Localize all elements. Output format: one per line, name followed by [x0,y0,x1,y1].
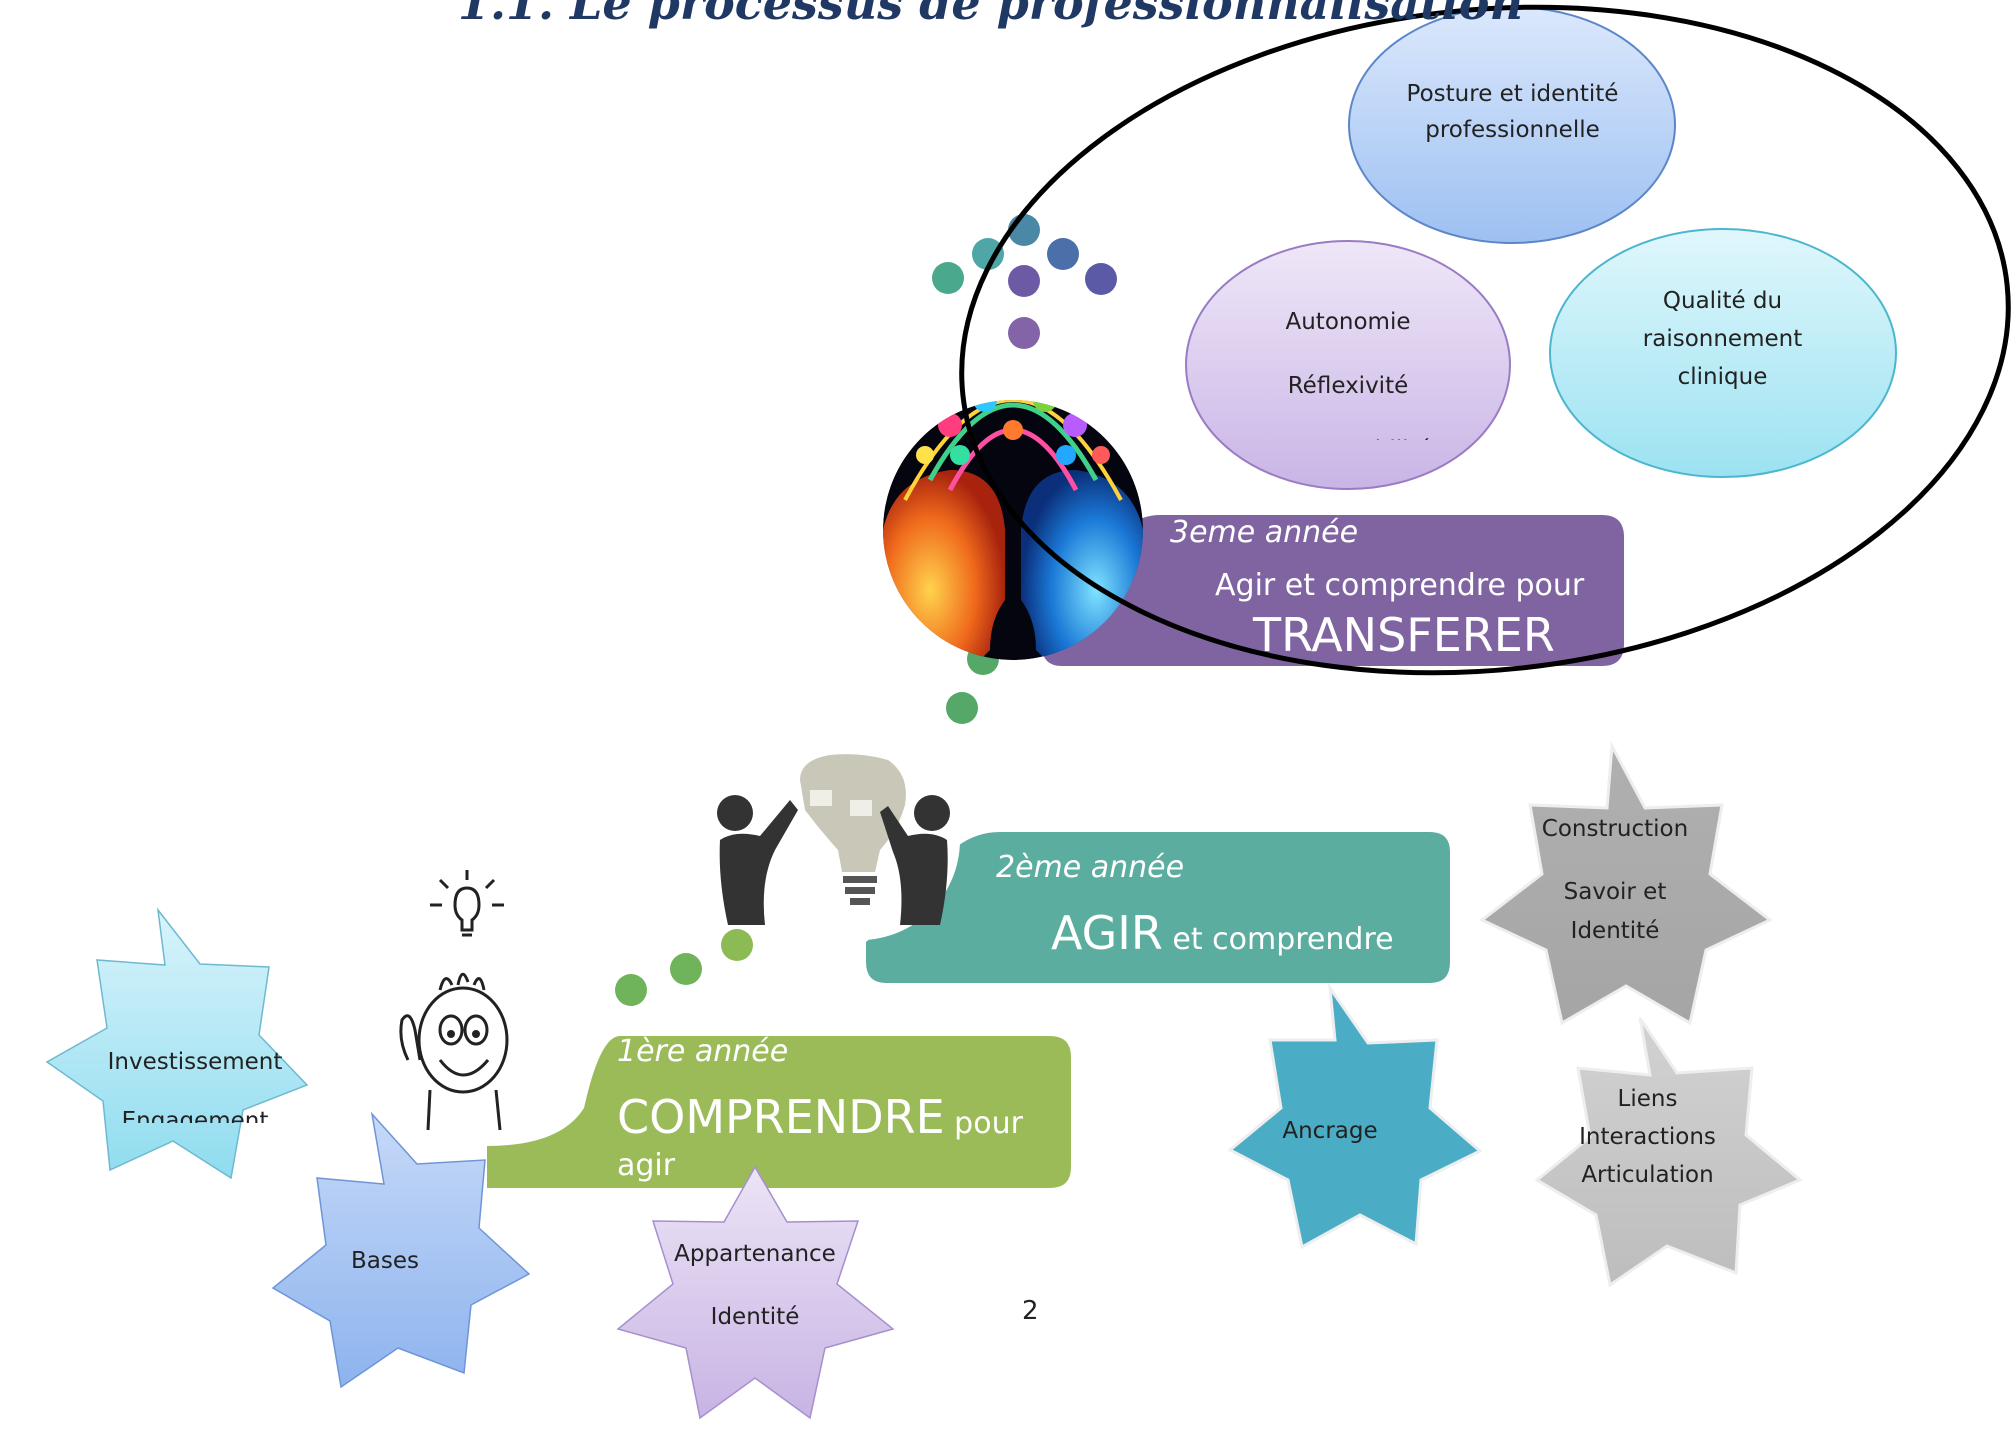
label-autonomie: Autonomie [1285,309,1411,335]
year-3-line1: Agir et comprendre pour [1215,568,1585,603]
year-2-rest: et comprendre [1162,922,1394,957]
year-1-main: COMPRENDRE pour [617,1090,1023,1144]
label-identite: Identité [710,1303,800,1330]
label-articulation: Articulation [1581,1162,1714,1188]
year-1-keyword: COMPRENDRE [617,1090,945,1144]
label-investissement: Investissement [107,1049,283,1075]
star-investissement-label: Investissement Engagement [90,1048,300,1123]
year-2-main: AGIR et comprendre [1051,906,1394,960]
star-ancrage-label: Ancrage [1255,1117,1405,1152]
star-liens-label: Liens Interactions Articulation [1560,1080,1735,1200]
star-investissement [45,907,309,1180]
label-engagement: Engagement [121,1107,269,1123]
oval-qualite-label: Qualité du raisonnement clinique [1600,282,1845,402]
star-bases-label: Bases [310,1247,460,1282]
oval-autonomie [1185,240,1511,490]
star-ancrage [1227,982,1483,1250]
star-appartenance [616,1165,895,1420]
year-2-label: 2ème année [996,850,1185,885]
year-2-keyword: AGIR [1051,906,1163,960]
banner-year-2 [866,832,1450,983]
oval-posture-label: Posture et identité professionnelle [1380,76,1645,156]
year-3-enclosing-ellipse [959,4,2011,676]
star-liens [1534,1017,1803,1288]
label-responsabilite: Responsabilité [1228,418,1468,440]
label-construction: Construction [1541,816,1689,842]
oval-qualite [1549,228,1897,478]
idea-character-image [399,870,516,1131]
oval-autonomie-label: Autonomie Réflexivité Responsabilité [1228,290,1468,440]
year-3-label: 3eme année [1170,515,1359,550]
label-appartenance: Appartenance [674,1241,836,1267]
label-liens: Liens [1617,1086,1678,1112]
label-interactions: Interactions [1579,1124,1716,1150]
year-1-line2: agir [617,1148,676,1183]
star-construction [1479,740,1773,1026]
banner-year-3 [1042,515,1624,666]
label-professionnelle: professionnelle [1425,117,1600,143]
label-qualite: Qualité du [1662,288,1783,314]
year-1-label: 1ère année [617,1034,789,1069]
label-ancrage: Ancrage [1282,1118,1378,1144]
star-bases [271,1111,531,1389]
label-reflexivite: Réflexivité [1287,373,1409,399]
star-appartenance-label: Appartenance Identité [640,1240,870,1350]
year-1-rest: pour [944,1106,1023,1141]
label-savoir: Savoir et [1563,878,1667,905]
section-title: 1.1. Le processus de professionnalisatio… [458,0,1523,30]
label-clinique: clinique [1677,364,1768,390]
label-posture: Posture et identité [1406,81,1619,107]
puzzle-lightbulb-image [717,740,960,940]
page-number: 2 [1022,1296,1039,1326]
star-construction-label: Construction Savoir et Identité [1500,815,1730,947]
label-construction-identite: Identité [1570,917,1660,944]
year-3-keyword: TRANSFERER [1253,608,1555,662]
label-raisonnement: raisonnement [1642,326,1803,352]
label-bases: Bases [351,1248,419,1274]
banner-year-1 [487,1036,1071,1188]
